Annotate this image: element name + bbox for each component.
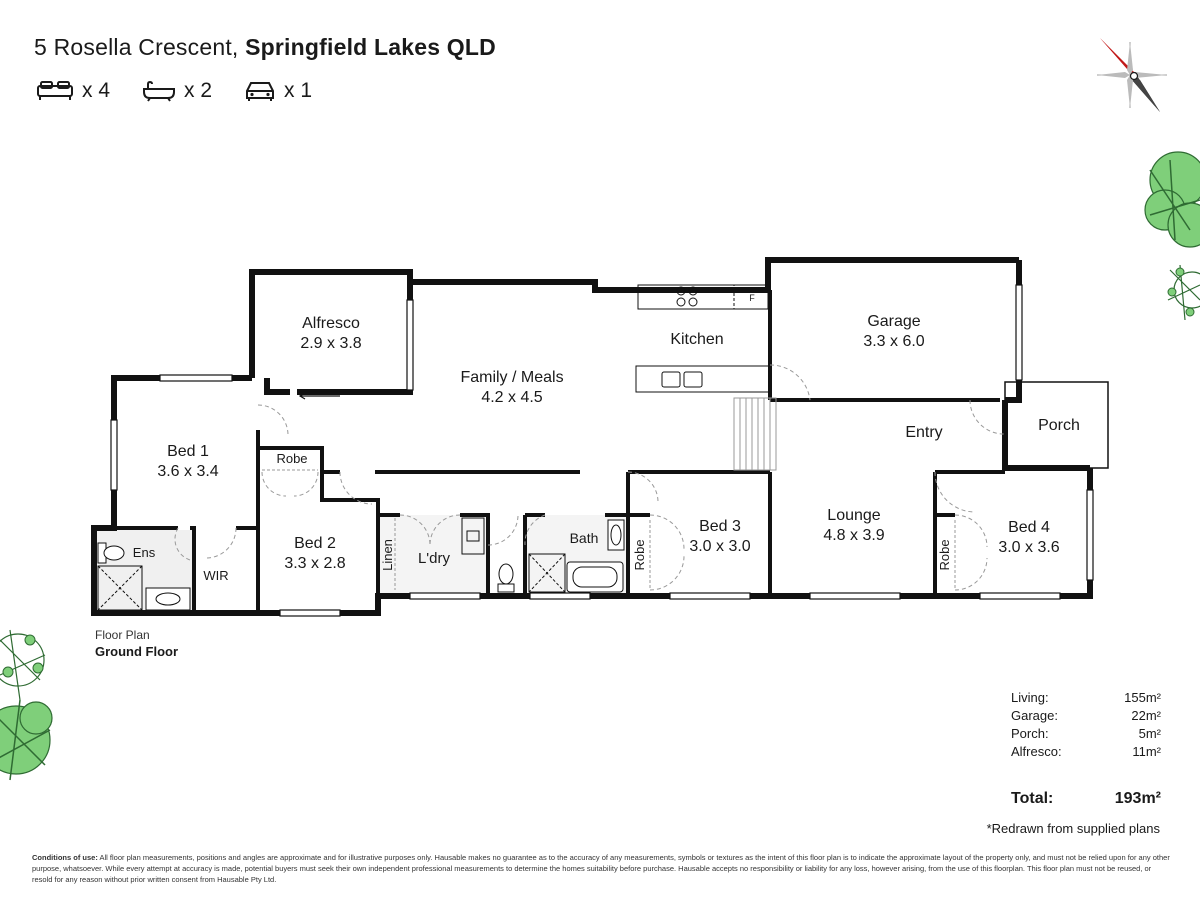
area-value: 155m² bbox=[1124, 690, 1161, 705]
cooktop-icon bbox=[676, 286, 698, 307]
stairs bbox=[733, 397, 777, 471]
ensuite-label: Ens bbox=[133, 545, 156, 560]
highlight-windows bbox=[420, 279, 598, 290]
porch-label: Porch bbox=[1038, 417, 1080, 434]
wc-toilet-icon bbox=[497, 563, 515, 593]
total-area: Total: 193m² bbox=[1011, 790, 1161, 808]
bathroom-count-text: x 2 bbox=[184, 79, 213, 102]
laundry-label: L'dry bbox=[418, 550, 451, 567]
kitchen-benchtop bbox=[635, 284, 771, 393]
entry-label: Entry bbox=[905, 424, 942, 441]
area-label: Living: bbox=[1011, 690, 1049, 705]
suburb-name: Springfield Lakes QLD bbox=[245, 34, 496, 60]
fridge-label: F bbox=[749, 293, 755, 303]
area-label: Garage: bbox=[1011, 708, 1058, 723]
sink-icon bbox=[661, 371, 703, 388]
bath-shower-icon bbox=[528, 553, 566, 593]
street-address: 5 Rosella Crescent, bbox=[34, 34, 239, 60]
car-space-count: x 1 bbox=[244, 78, 312, 104]
interior-walls bbox=[114, 290, 1005, 613]
lounge-size: 4.8 x 3.9 bbox=[823, 527, 884, 544]
alfresco-size: 2.9 x 3.8 bbox=[300, 335, 361, 352]
linen-label: Linen bbox=[380, 539, 395, 571]
bath-label: Bath bbox=[570, 530, 599, 546]
family-meals-label: Family / Meals bbox=[460, 369, 563, 386]
conditions-label: Conditions of use: bbox=[32, 853, 98, 862]
robe-bed2-label: Robe bbox=[276, 451, 307, 466]
ensuite-vanity-icon bbox=[145, 587, 191, 611]
area-label: Porch: bbox=[1011, 726, 1049, 741]
kitchen-label: Kitchen bbox=[670, 331, 723, 348]
conditions-text: All floor plan measurements, positions a… bbox=[32, 853, 1170, 884]
floor-plan-caption: Floor Plan bbox=[95, 628, 150, 642]
ensuite-shower-icon bbox=[97, 565, 143, 611]
area-row: Living: 155m² bbox=[1011, 689, 1161, 707]
family-meals-size: 4.2 x 4.5 bbox=[481, 389, 542, 406]
total-value: 193m² bbox=[1114, 790, 1161, 807]
area-value: 5m² bbox=[1138, 726, 1161, 741]
windows bbox=[110, 284, 1094, 617]
bed4-size: 3.0 x 3.6 bbox=[998, 539, 1059, 556]
bedroom-count-text: x 4 bbox=[82, 79, 111, 102]
porch-outline bbox=[1004, 381, 1109, 469]
robe-rails bbox=[262, 469, 956, 590]
area-value: 11m² bbox=[1132, 744, 1161, 759]
bed2-size: 3.3 x 2.8 bbox=[284, 555, 345, 572]
bathtub-icon bbox=[143, 80, 175, 102]
robe-bed3-label: Robe bbox=[632, 539, 647, 570]
bed4-label: Bed 4 bbox=[1008, 519, 1050, 536]
bed1-size: 3.6 x 3.4 bbox=[157, 463, 218, 480]
sliding-door bbox=[297, 391, 405, 400]
bath-vanity-icon bbox=[607, 519, 625, 551]
floor-level-caption: Ground Floor bbox=[95, 644, 179, 659]
tree-left-upper-icon bbox=[0, 629, 46, 701]
car-space-count-text: x 1 bbox=[284, 79, 313, 102]
garage-label: Garage bbox=[867, 313, 920, 330]
area-table: Living: 155m² Garage: 22m² Porch: 5m² Al… bbox=[1011, 689, 1161, 761]
bathtub-fixture-icon bbox=[566, 561, 624, 593]
garage-size: 3.3 x 6.0 bbox=[863, 333, 924, 350]
redrawn-note: *Redrawn from supplied plans bbox=[986, 821, 1160, 836]
robe-bed4-label: Robe bbox=[937, 539, 952, 570]
area-value: 22m² bbox=[1131, 708, 1161, 723]
lounge-label: Lounge bbox=[827, 507, 880, 524]
property-address: 5 Rosella Crescent, Springfield Lakes QL… bbox=[34, 34, 496, 61]
bed2-label: Bed 2 bbox=[294, 535, 336, 552]
alfresco-label: Alfresco bbox=[302, 315, 360, 332]
area-row: Porch: 5m² bbox=[1011, 725, 1161, 743]
wir-label: WIR bbox=[203, 568, 228, 583]
door-swings bbox=[174, 364, 1005, 591]
total-label: Total: bbox=[1011, 790, 1054, 807]
car-icon bbox=[246, 82, 274, 101]
bed-icon bbox=[37, 81, 73, 100]
bed1-label: Bed 1 bbox=[167, 443, 209, 460]
ensuite-toilet-icon bbox=[97, 542, 125, 564]
bed3-label: Bed 3 bbox=[699, 518, 741, 535]
laundry-tub-icon bbox=[461, 517, 485, 555]
conditions-of-use: Conditions of use: All floor plan measur… bbox=[32, 852, 1172, 885]
bed3-size: 3.0 x 3.0 bbox=[689, 538, 750, 555]
bathroom-count: x 2 bbox=[142, 78, 212, 104]
area-row: Alfresco: 11m² bbox=[1011, 743, 1161, 761]
compass-icon bbox=[1097, 38, 1167, 112]
tree-top-right-icon bbox=[1144, 151, 1200, 248]
area-row: Garage: 22m² bbox=[1011, 707, 1161, 725]
tree-mid-right-icon bbox=[1167, 264, 1200, 321]
tree-left-lower-icon bbox=[0, 699, 53, 781]
area-label: Alfresco: bbox=[1011, 744, 1062, 759]
bedroom-count: x 4 bbox=[36, 78, 110, 104]
